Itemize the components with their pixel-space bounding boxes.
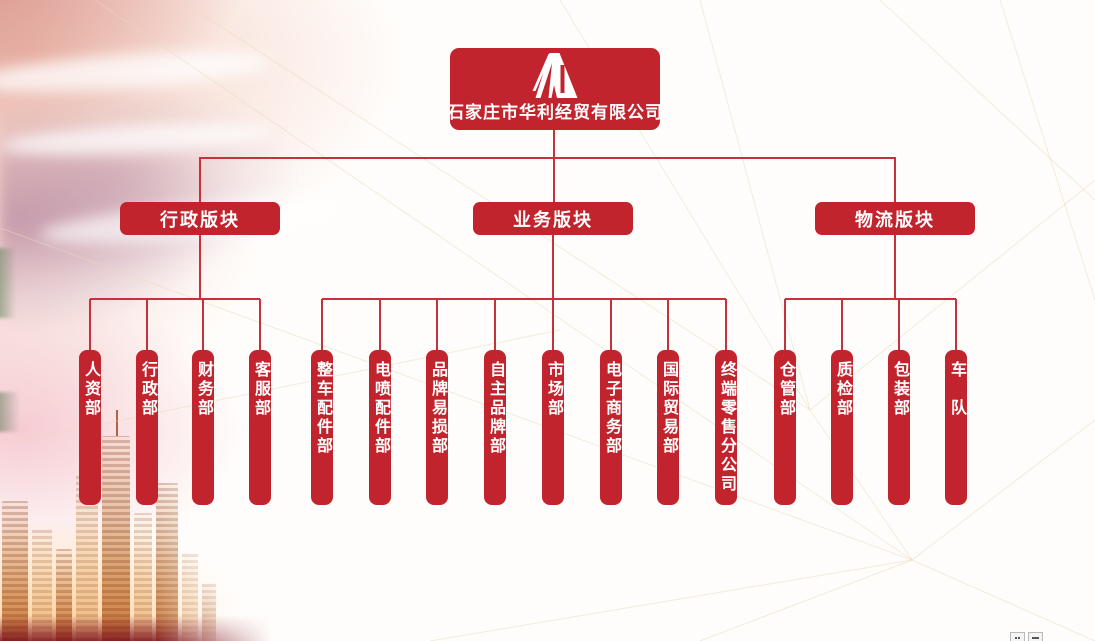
dept-label: 仓管部 bbox=[777, 361, 794, 418]
dept-label: 客服部 bbox=[252, 361, 269, 418]
cropped-control-button[interactable] bbox=[1028, 632, 1043, 641]
dept-label: 整车配件部 bbox=[314, 361, 331, 456]
dept-quality-inspection: 质检部 bbox=[831, 350, 853, 505]
company-name: 石家庄市华利经贸有限公司 bbox=[447, 103, 663, 122]
dept-administration: 行政部 bbox=[136, 350, 158, 505]
dept-label: 市场部 bbox=[545, 361, 562, 418]
cropped-control-button[interactable] bbox=[1010, 632, 1025, 641]
control-glyph bbox=[1015, 637, 1017, 639]
dept-label: 终端零售分公司 bbox=[718, 361, 735, 494]
dept-warehouse: 仓管部 bbox=[774, 350, 796, 505]
dept-vehicle-parts: 整车配件部 bbox=[311, 350, 333, 505]
dept-human-resources: 人资部 bbox=[79, 350, 101, 505]
branch-label: 业务版块 bbox=[513, 209, 593, 230]
dept-own-brand: 自主品牌部 bbox=[484, 350, 506, 505]
dept-terminal-retail-branch: 终端零售分公司 bbox=[715, 350, 737, 505]
dept-label: 行政部 bbox=[139, 361, 156, 418]
branch-admin-block: 行政版块 bbox=[120, 202, 280, 235]
bg-city-base bbox=[0, 615, 280, 641]
dept-brand-wear-parts: 品牌易损部 bbox=[426, 350, 448, 505]
dept-label: 人资部 bbox=[82, 361, 99, 418]
branch-label: 行政版块 bbox=[160, 209, 240, 230]
dept-customer-service: 客服部 bbox=[249, 350, 271, 505]
control-glyph bbox=[1018, 637, 1020, 639]
dept-label: 包装部 bbox=[891, 361, 908, 418]
dept-packaging: 包装部 bbox=[888, 350, 910, 505]
branch-logistics-block: 物流版块 bbox=[815, 202, 975, 235]
dept-efi-parts: 电喷配件部 bbox=[369, 350, 391, 505]
dept-label: 自主品牌部 bbox=[487, 361, 504, 456]
dept-label: 品牌易损部 bbox=[429, 361, 446, 456]
dept-international-trade: 国际贸易部 bbox=[657, 350, 679, 505]
dept-label: 电喷配件部 bbox=[372, 361, 389, 456]
dept-label: 国际贸易部 bbox=[660, 361, 677, 456]
bottom-right-window-controls[interactable] bbox=[1010, 632, 1043, 641]
company-logo-icon bbox=[532, 53, 578, 98]
control-glyph bbox=[1032, 637, 1039, 639]
company-root-node: 石家庄市华利经贸有限公司 bbox=[447, 48, 663, 130]
dept-marketing: 市场部 bbox=[542, 350, 564, 505]
branch-business-block: 业务版块 bbox=[473, 202, 633, 235]
dept-label: 质检部 bbox=[834, 361, 851, 418]
dept-ecommerce: 电子商务部 bbox=[600, 350, 622, 505]
dept-label: 财务部 bbox=[195, 361, 212, 418]
dept-label: 电子商务部 bbox=[603, 361, 620, 456]
dept-label: 车 队 bbox=[948, 361, 965, 418]
dept-finance: 财务部 bbox=[192, 350, 214, 505]
branch-label: 物流版块 bbox=[855, 209, 935, 230]
dept-fleet: 车 队 bbox=[945, 350, 967, 505]
